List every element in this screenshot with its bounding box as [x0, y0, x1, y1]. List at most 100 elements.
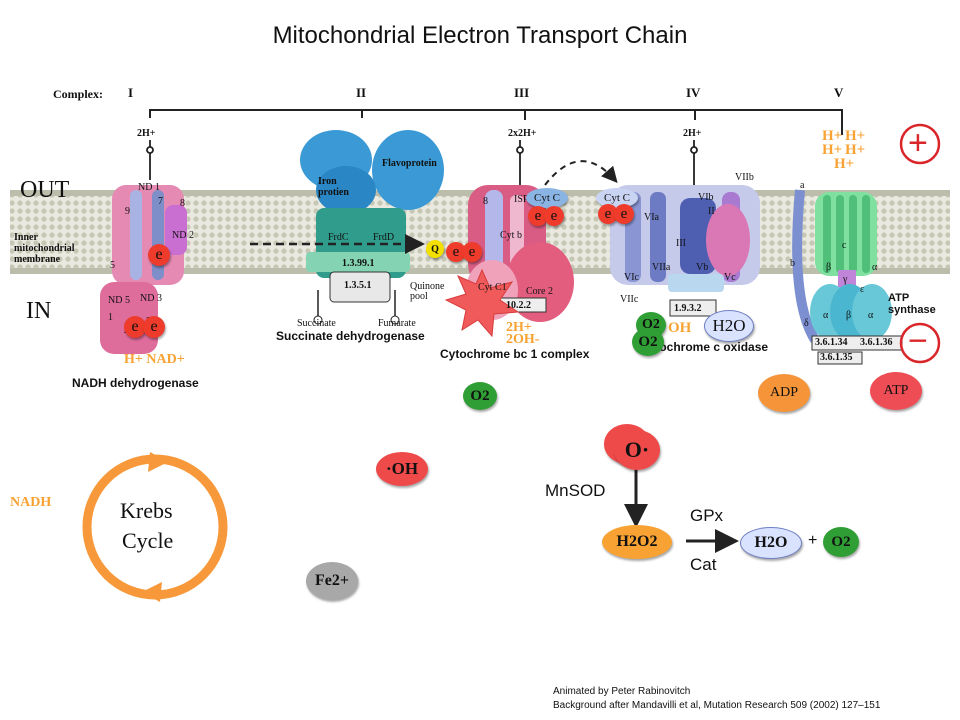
- complex-name-4: Cytochrome c oxidase: [640, 340, 769, 354]
- o2-complex-4-b: O2: [632, 328, 664, 356]
- c1-subunit-7: 7: [158, 196, 163, 207]
- c3-cyt-b: Cyt b: [500, 230, 522, 241]
- c5-a: a: [800, 180, 805, 191]
- c5-beta-1: β: [826, 262, 832, 273]
- mnsod-label: MnSOD: [545, 481, 606, 500]
- c1-subunit-8: 8: [180, 198, 185, 209]
- c2-ec-1: 1.3.99.1: [342, 258, 375, 269]
- complex-name-1: NADH dehydrogenase: [72, 376, 199, 390]
- membrane-label-1: Inner: [14, 232, 38, 243]
- o2-free: O2: [463, 382, 497, 410]
- adp-oval: ADP: [758, 374, 810, 412]
- h2o-product: H2O: [740, 527, 802, 559]
- complex-numeral-1: I: [128, 85, 134, 100]
- proton-stack-5: H+: [834, 156, 855, 172]
- c5-ec-2: 3.6.1.36: [860, 337, 893, 348]
- c5-ec-3: 3.6.1.35: [820, 352, 853, 363]
- proton-stack-4: H+: [845, 142, 866, 158]
- krebs-label-1: Krebs: [120, 498, 173, 523]
- c2-iron-protein: Iron protien: [318, 176, 349, 198]
- c5-alpha-3: α: [868, 310, 874, 321]
- complex-header: Complex:: [53, 87, 103, 101]
- c4-vib: VIb: [698, 192, 714, 203]
- c1-subunit-nd1: ND 1: [138, 182, 160, 193]
- c4-viia: VIIa: [652, 262, 671, 273]
- proton-stems: [146, 140, 698, 185]
- c3-subunit-8: 8: [483, 196, 488, 207]
- c5-c: c: [842, 240, 847, 251]
- electron-c4-a: e: [598, 204, 618, 224]
- c2-flavoprotein: Flavoprotein: [382, 158, 437, 169]
- c4-viic: VIIc: [620, 294, 639, 305]
- c4-viib: VIIb: [735, 172, 754, 183]
- c1-subunit-9: 9: [125, 206, 130, 217]
- c3-cyt-c1: Cyt C1: [478, 282, 507, 293]
- c4-ec: 1.9.3.2: [674, 303, 702, 314]
- c5-delta: δ: [804, 318, 809, 329]
- complex-name-5: ATP synthase: [888, 292, 936, 316]
- matrix-reaction-c3: 2H+ 2OH-: [506, 320, 540, 347]
- c4-vb: Vb: [696, 262, 709, 273]
- plus-circle: [899, 123, 941, 165]
- complex-3: [466, 185, 574, 322]
- c4-vc: Vc: [724, 272, 736, 283]
- complex-name-2: Succinate dehydrogenase: [276, 329, 425, 343]
- c5-alpha-1: α: [872, 262, 878, 273]
- c4-via: VIa: [644, 212, 659, 223]
- in-label: IN: [26, 298, 52, 324]
- electron-c4-b: e: [614, 204, 634, 224]
- h2o2-oval: H2O2: [602, 525, 672, 559]
- quinone-pool-label: Quinone pool: [410, 281, 445, 302]
- minus-sign: −: [908, 322, 928, 360]
- cyt-c-carrier-2: Cyt C: [596, 188, 638, 208]
- o2-product: O2: [823, 527, 859, 557]
- c5-alpha-2: α: [823, 310, 829, 321]
- c1-subunit-5: 5: [110, 260, 115, 271]
- complex-numeral-4: IV: [686, 85, 701, 100]
- ros-burst: [444, 268, 520, 338]
- nadh-label: NADH: [10, 495, 52, 510]
- atp-oval: ATP: [870, 372, 922, 410]
- succinate-label: Succinate: [297, 318, 336, 329]
- complex-4: [610, 185, 760, 317]
- electron-q-a: e: [446, 242, 466, 262]
- cyt-c-shuttle-arrow: [544, 160, 618, 186]
- complex-bracket: [149, 109, 843, 135]
- matrix-reaction-c1: H+ NAD+: [124, 352, 185, 367]
- c5-beta-2: β: [846, 310, 852, 321]
- c5-b: b: [790, 258, 795, 269]
- electron-c1-c: e: [143, 316, 165, 338]
- krebs-cycle-ring: [82, 452, 228, 602]
- complex-numeral-2: II: [356, 85, 367, 100]
- c2-ec-2: 1.3.5.1: [344, 280, 372, 291]
- c3-ec: 10.2.2: [506, 300, 531, 311]
- cyt-c-carrier-1: Cyt C: [526, 188, 568, 208]
- c4-ii: II: [708, 206, 715, 217]
- c5-epsilon: ε: [860, 284, 865, 295]
- diagram-title: Mitochondrial Electron Transport Chain: [272, 22, 688, 49]
- complex-name-3: Cytochrome bc 1 complex: [440, 347, 590, 361]
- hydroxyl-radical: ·OH: [376, 452, 428, 486]
- pumped-protons-3: 2x2H+: [508, 128, 537, 139]
- plus-operator: +: [808, 532, 818, 549]
- proton-stack-2: H+: [845, 128, 866, 144]
- c1-subunit-nd3: ND 3: [140, 293, 162, 304]
- electron-c3-a: e: [528, 206, 548, 226]
- membrane-label-3: membrane: [14, 254, 61, 265]
- c3-core-2: Core 2: [526, 286, 553, 297]
- oh-minus-label: OH: [668, 320, 692, 336]
- complex-5: [792, 189, 903, 365]
- complex-2: [250, 130, 444, 325]
- c2-frdd: FrdD: [373, 232, 395, 243]
- cat-label: Cat: [690, 555, 717, 574]
- fumarate-label: Fumarate: [378, 318, 416, 329]
- c5-gamma: γ: [843, 274, 848, 285]
- c1-subunit-nd2: ND 2: [172, 230, 194, 241]
- c2-frdc: FrdC: [328, 232, 349, 243]
- gpx-label: GPx: [690, 506, 724, 525]
- electron-c1-a: e: [148, 244, 170, 266]
- c1-subunit-nd5: ND 5: [108, 295, 130, 306]
- c4-vic: VIc: [624, 272, 639, 283]
- complex-numeral-3: III: [514, 85, 530, 100]
- c5-ec-1: 3.6.1.34: [815, 337, 848, 348]
